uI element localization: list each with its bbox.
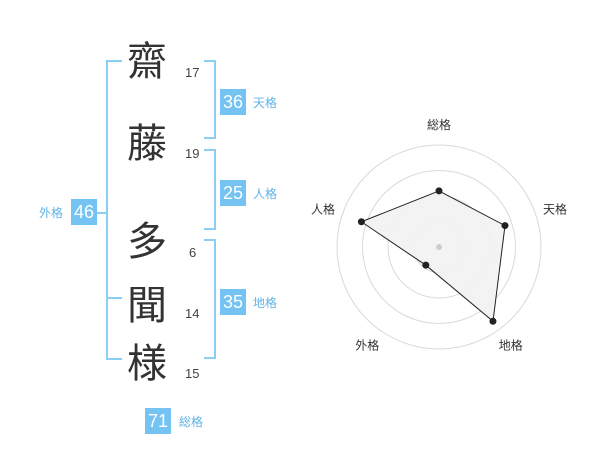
gaikaku-bracket xyxy=(106,60,122,360)
radar-center-dot xyxy=(436,244,442,250)
gaikaku-bracket-tick xyxy=(92,212,108,214)
stroke-count-3: 6 xyxy=(189,245,197,260)
tenkaku-value-badge: 36 xyxy=(220,89,247,115)
chikaku-label: 地格 xyxy=(253,296,278,310)
radar-axis-label-3: 地格 xyxy=(499,338,523,353)
stroke-count-4: 14 xyxy=(185,306,200,321)
chikaku-value-badge: 35 xyxy=(220,289,247,315)
radar-axis-label-2: 天格 xyxy=(543,201,567,216)
radar-point-5 xyxy=(357,218,365,226)
name-char-3: 多 xyxy=(127,219,167,265)
radar-axis-label-4: 外格 xyxy=(355,338,379,353)
stroke-count-5: 15 xyxy=(185,366,200,381)
radar-point-4 xyxy=(422,261,430,269)
jinkaku-label: 人格 xyxy=(253,187,278,201)
gaikaku-label: 外格 xyxy=(39,206,64,220)
stroke-count-1: 17 xyxy=(185,65,200,80)
radar-ring-3 xyxy=(362,170,516,324)
tenkaku-label: 天格 xyxy=(253,96,278,110)
radar-ring-4 xyxy=(336,144,542,350)
radar-point-3 xyxy=(489,317,497,325)
radar-data-polygon xyxy=(360,190,506,323)
name-char-1: 齋 xyxy=(127,39,167,85)
tenkaku-bracket xyxy=(204,60,216,139)
gaikaku-bracket-divider xyxy=(106,297,122,299)
gaikaku-value-badge: 46 xyxy=(71,199,98,225)
jinkaku-bracket xyxy=(204,149,216,230)
radar-axis-label-5: 人格 xyxy=(311,201,335,216)
name-char-2: 藤 xyxy=(127,121,167,167)
radar-axis-label-1: 総格 xyxy=(427,117,451,132)
name-char-5: 様 xyxy=(127,341,167,387)
jinkaku-value-badge: 25 xyxy=(220,180,247,206)
name-char-4: 聞 xyxy=(127,283,167,329)
stroke-count-2: 19 xyxy=(185,146,200,161)
chikaku-bracket xyxy=(204,239,216,359)
radar-point-2 xyxy=(501,222,509,230)
soukaku-label: 総格 xyxy=(179,415,204,429)
soukaku-value-badge: 71 xyxy=(145,408,172,434)
radar-point-1 xyxy=(435,187,443,195)
